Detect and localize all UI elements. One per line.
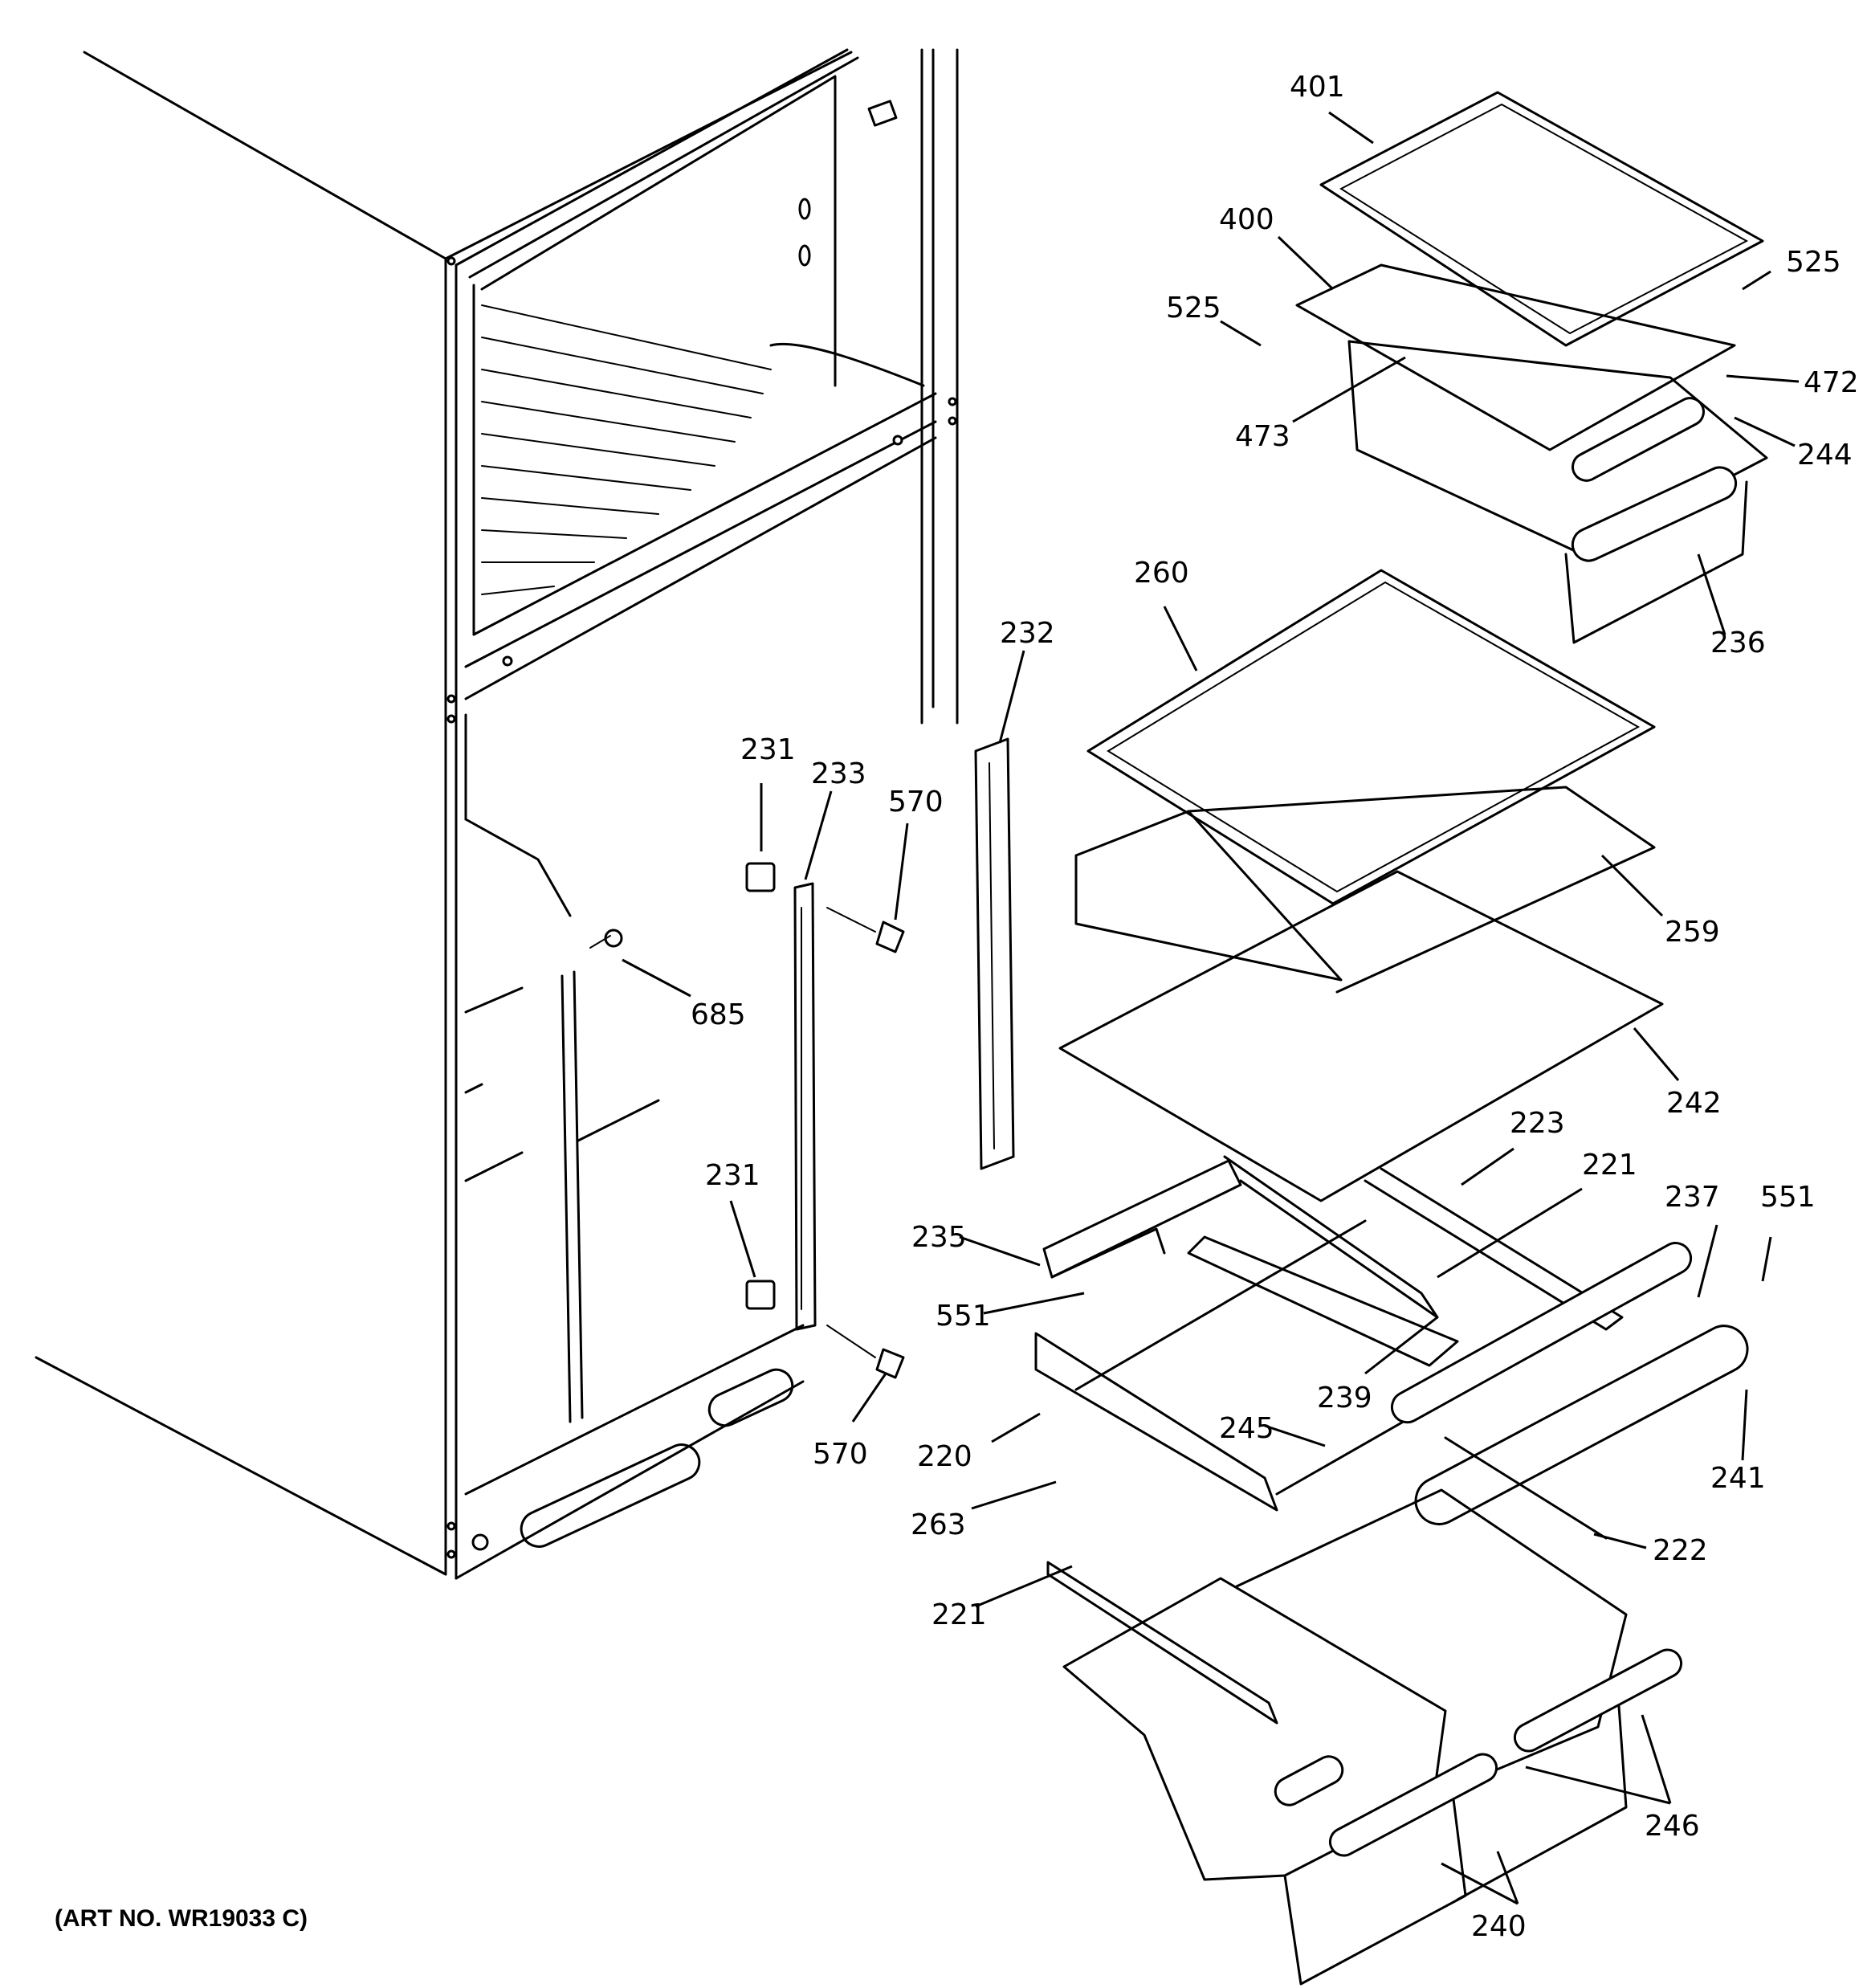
callout-473: 473 [1235,420,1290,453]
callout-222: 222 [1653,1534,1708,1567]
callout-259: 259 [1665,916,1720,949]
callout-570-upper: 570 [888,786,944,818]
callout-551-left: 551 [936,1300,991,1333]
callout-223: 223 [1510,1107,1565,1140]
callout-220: 220 [917,1440,972,1473]
art-number-caption: (ART NO. WR19033 C) [55,1905,308,1932]
callout-472: 472 [1804,366,1859,399]
callout-400: 400 [1219,203,1274,236]
callout-242: 242 [1666,1087,1722,1120]
middle-shelf-assembly [1074,569,1656,994]
shelf-ladder-right [974,737,1015,1170]
callout-239: 239 [1317,1382,1372,1414]
part-685-screw [561,929,623,1423]
callout-236: 236 [1710,627,1766,659]
leader-lines [622,111,1800,1905]
shelf-ladder-left [745,862,905,1379]
callout-685: 685 [691,998,746,1031]
callout-241: 241 [1710,1462,1766,1495]
refrigerator-cabinet [35,48,959,1580]
callout-551-right: 551 [1760,1181,1816,1214]
glass-insert-242 [1058,870,1664,1202]
callout-245: 245 [1219,1412,1274,1445]
callout-263: 263 [911,1508,966,1541]
callout-233: 233 [811,757,866,790]
callout-231-upper: 231 [740,733,796,766]
callout-401: 401 [1290,71,1345,104]
upper-shelf-assembly [1295,91,1768,644]
callout-221-upper: 221 [1582,1149,1637,1182]
crisper-cover-strips [1390,1242,1749,1540]
callout-232: 232 [1000,617,1055,650]
callout-570-lower: 570 [813,1438,868,1471]
callout-231-lower: 231 [705,1159,760,1192]
callout-221-lower: 221 [932,1598,987,1631]
crisper-drawers [1046,1488,1683,1986]
callout-240: 240 [1471,1910,1527,1943]
freezer-floor-ribs [481,304,772,595]
callout-246: 246 [1645,1810,1700,1843]
callout-525-right: 525 [1786,246,1841,279]
lower-frame-assembly [1034,1155,1624,1512]
callout-260: 260 [1134,557,1189,590]
callout-525-left: 525 [1166,292,1221,325]
callout-244: 244 [1797,439,1853,471]
callout-235: 235 [911,1221,967,1254]
callout-237: 237 [1665,1181,1720,1214]
callout-labels: 401 400 525 525 472 473 244 236 260 232 … [691,71,1859,1943]
